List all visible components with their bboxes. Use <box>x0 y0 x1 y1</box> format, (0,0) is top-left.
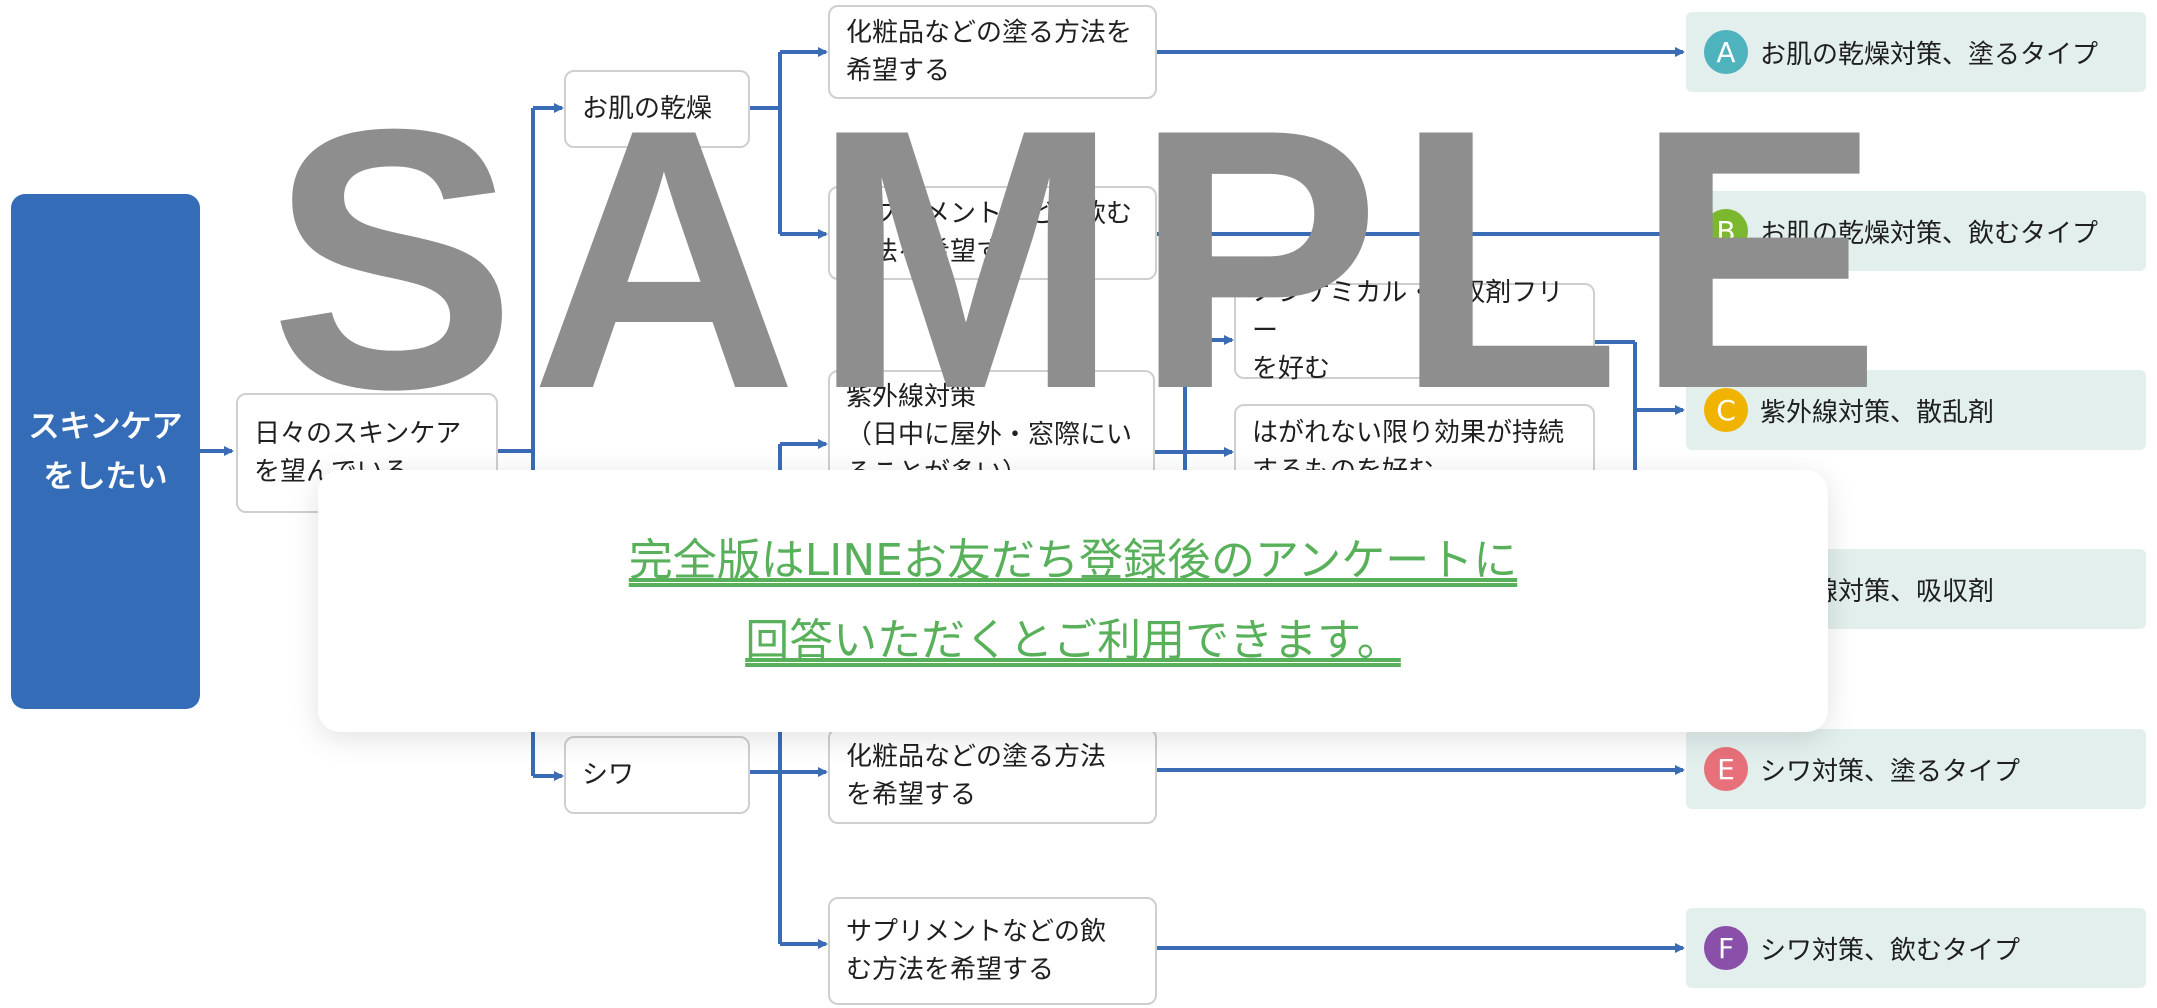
node-wrinkle-drink-label: サプリメントなどの飲 む方法を希望する <box>846 917 1107 985</box>
sample-watermark: SAMPLE <box>269 53 1896 466</box>
node-dry-apply: 化粧品などの塗る方法を 希望する <box>828 5 1157 99</box>
result-e: E シワ対策、塗るタイプ <box>1686 729 2146 809</box>
node-wrinkle-apply-label: 化粧品などの塗る方法 を希望する <box>846 742 1107 810</box>
node-wrinkle-drink: サプリメントなどの飲 む方法を希望する <box>828 897 1157 1005</box>
root-node: スキンケア をしたい <box>11 194 200 709</box>
node-concern-dry: お肌の乾燥 <box>564 70 750 148</box>
result-e-label: シワ対策、塗るタイプ <box>1760 756 2021 787</box>
result-a-badge-icon: A <box>1704 30 1748 74</box>
result-c: C 紫外線対策、散乱剤 <box>1686 370 2146 450</box>
node-concern-dry-label: お肌の乾燥 <box>582 94 713 124</box>
node-wrinkle-apply: 化粧品などの塗る方法 を希望する <box>828 728 1157 824</box>
notice-line-2[interactable]: 回答いただくとご利用できます。 <box>745 615 1401 666</box>
node-concern-wrinkle-label: シワ <box>582 760 635 790</box>
node-dry-apply-label: 化粧品などの塗る方法を 希望する <box>846 18 1133 86</box>
result-c-label: 紫外線対策、散乱剤 <box>1760 397 1995 428</box>
root-label: スキンケア をしたい <box>28 408 183 495</box>
node-uv-nonchemical: ノンケミカル・吸収剤フリー を好む <box>1234 278 1595 384</box>
result-a-label: お肌の乾燥対策、塗るタイプ <box>1760 39 2099 70</box>
result-f-label: シワ対策、飲むタイプ <box>1760 935 2021 966</box>
result-b-badge-icon: B <box>1704 209 1748 253</box>
line-registration-notice[interactable]: 完全版はLINEお友だち登録後のアンケートに 回答いただくとご利用できます。 <box>318 470 1828 732</box>
result-b-label: お肌の乾燥対策、飲むタイプ <box>1760 218 2099 249</box>
result-a: A お肌の乾燥対策、塗るタイプ <box>1686 12 2146 92</box>
result-c-badge-icon: C <box>1704 388 1748 432</box>
result-b: B お肌の乾燥対策、飲むタイプ <box>1686 191 2146 271</box>
result-e-badge-icon: E <box>1704 747 1748 791</box>
node-concern-wrinkle: シワ <box>564 736 750 814</box>
node-uv-nonchemical-label: ノンケミカル・吸収剤フリー を好む <box>1252 278 1564 384</box>
node-dry-drink: サプリメントなどの飲む 方法を希望する <box>828 186 1157 280</box>
result-f-badge-icon: F <box>1704 926 1748 970</box>
notice-line-1[interactable]: 完全版はLINEお友だち登録後のアンケートに <box>628 535 1518 586</box>
node-dry-drink-label: サプリメントなどの飲む 方法を希望する <box>846 199 1133 267</box>
result-f: F シワ対策、飲むタイプ <box>1686 908 2146 988</box>
